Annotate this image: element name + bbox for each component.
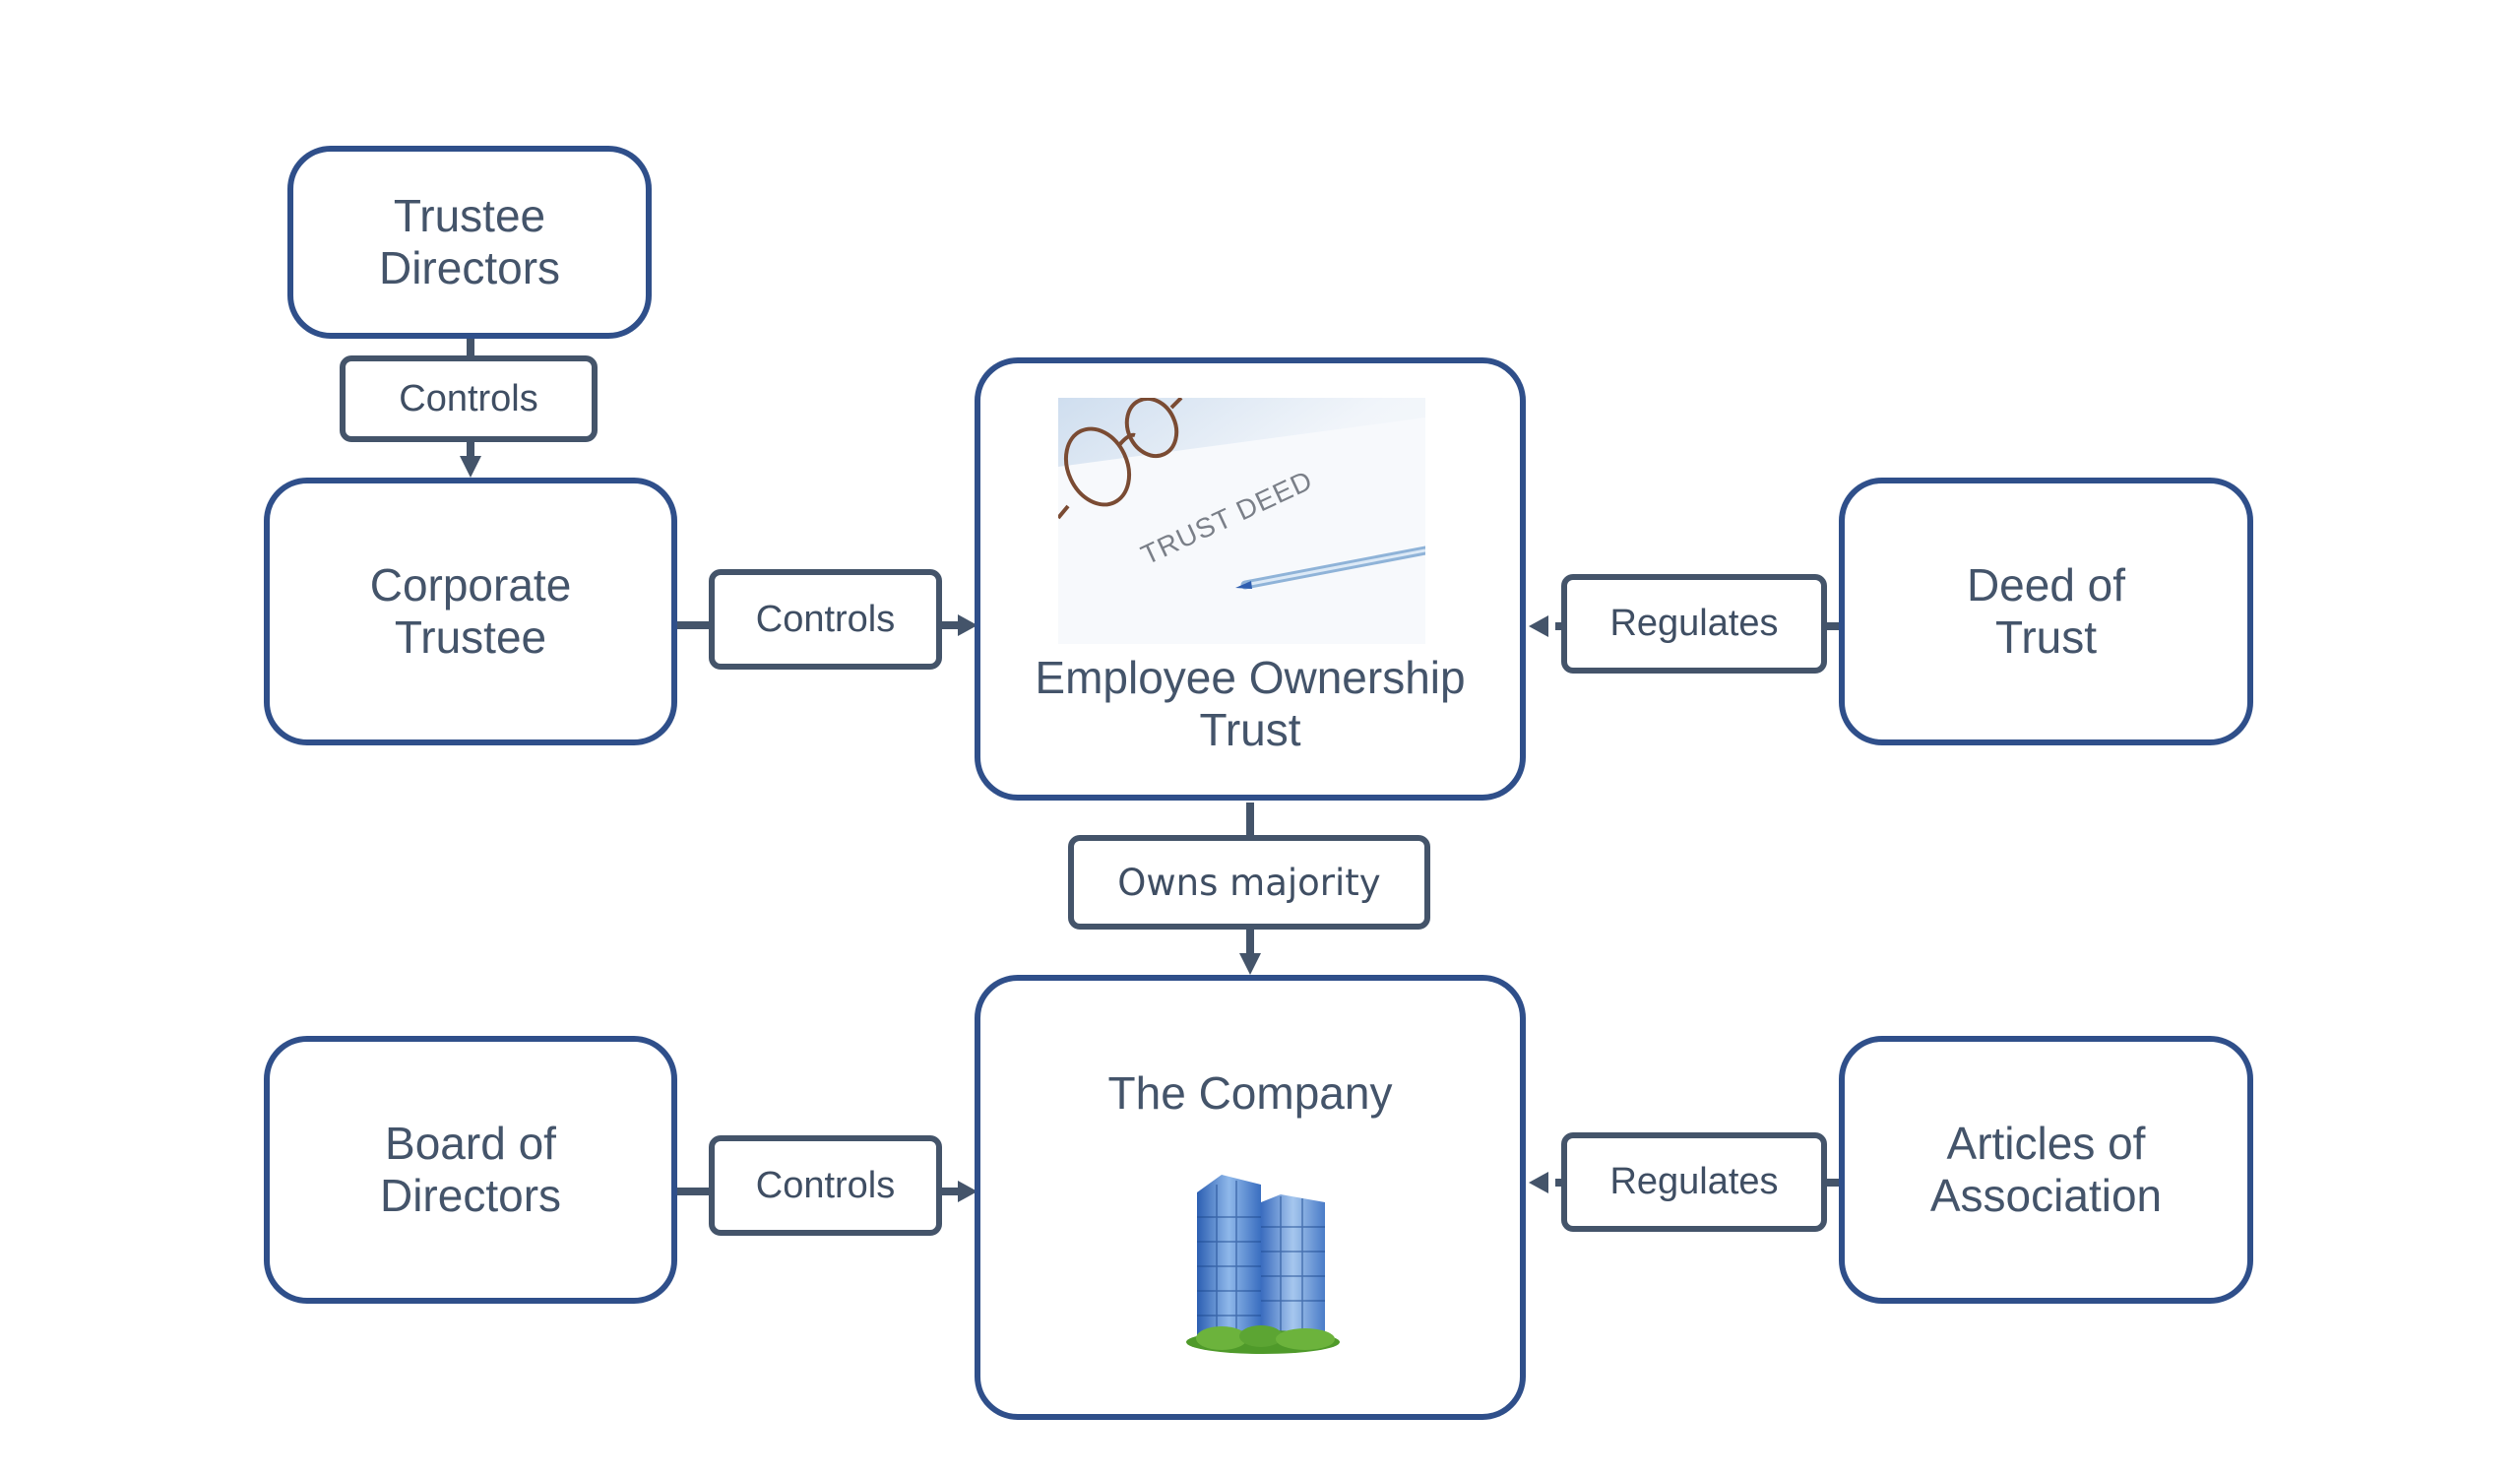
node-articles-of-association-label: Articles of Association bbox=[1929, 1118, 2163, 1221]
node-deed-of-trust-label: Deed of Trust bbox=[1966, 559, 2126, 663]
edge-label-owns-majority: Owns majority bbox=[1068, 835, 1430, 930]
node-articles-of-association: Articles of Association bbox=[1839, 1036, 2253, 1304]
arrowhead-down-corporate-trustee bbox=[460, 456, 481, 478]
arrowhead-right-trust bbox=[958, 614, 977, 636]
edge-label-board-controls: Controls bbox=[709, 1135, 942, 1236]
node-employee-ownership-trust-label: Employee Ownership Trust bbox=[1035, 652, 1466, 755]
edge-label-trustee-controls: Controls bbox=[340, 355, 598, 442]
pen-icon bbox=[1235, 546, 1425, 590]
node-the-company-label: The Company bbox=[1107, 1067, 1393, 1119]
edge-label-articles-regulates: Regulates bbox=[1561, 1132, 1827, 1232]
node-deed-of-trust: Deed of Trust bbox=[1839, 478, 2253, 745]
edge-label-board-controls-text: Controls bbox=[755, 1164, 896, 1206]
arrowhead-right-company bbox=[958, 1181, 977, 1202]
edge-label-deed-regulates: Regulates bbox=[1561, 574, 1827, 674]
arrowhead-down-company bbox=[1239, 953, 1261, 975]
edge-label-deed-regulates-text: Regulates bbox=[1609, 603, 1779, 644]
edge-label-articles-regulates-text: Regulates bbox=[1609, 1161, 1779, 1202]
node-board-of-directors: Board of Directors bbox=[264, 1036, 677, 1304]
office-building-icon bbox=[1186, 1175, 1340, 1354]
edge-label-owns-majority-text: Owns majority bbox=[1117, 861, 1381, 904]
arrowhead-left-company bbox=[1529, 1172, 1548, 1193]
trust-deed-photo: TRUST DEED bbox=[1058, 398, 1425, 644]
edge-label-trustee-controls-text: Controls bbox=[399, 377, 538, 419]
node-corporate-trustee-label: Corporate Trustee bbox=[369, 559, 572, 663]
glasses-icon bbox=[1058, 398, 1183, 520]
node-employee-ownership-trust: TRUST DEED Employee Ownership Trust bbox=[975, 357, 1526, 801]
node-trustee-directors-label: Trustee Directors bbox=[378, 190, 561, 293]
arrowhead-left-trust bbox=[1529, 615, 1548, 637]
node-the-company: The Company bbox=[975, 975, 1526, 1420]
edge-label-corporate-controls-text: Controls bbox=[755, 598, 896, 640]
node-corporate-trustee: Corporate Trustee bbox=[264, 478, 677, 745]
edge-label-corporate-controls: Controls bbox=[709, 569, 942, 670]
node-trustee-directors: Trustee Directors bbox=[287, 146, 652, 339]
node-board-of-directors-label: Board of Directors bbox=[379, 1118, 562, 1221]
